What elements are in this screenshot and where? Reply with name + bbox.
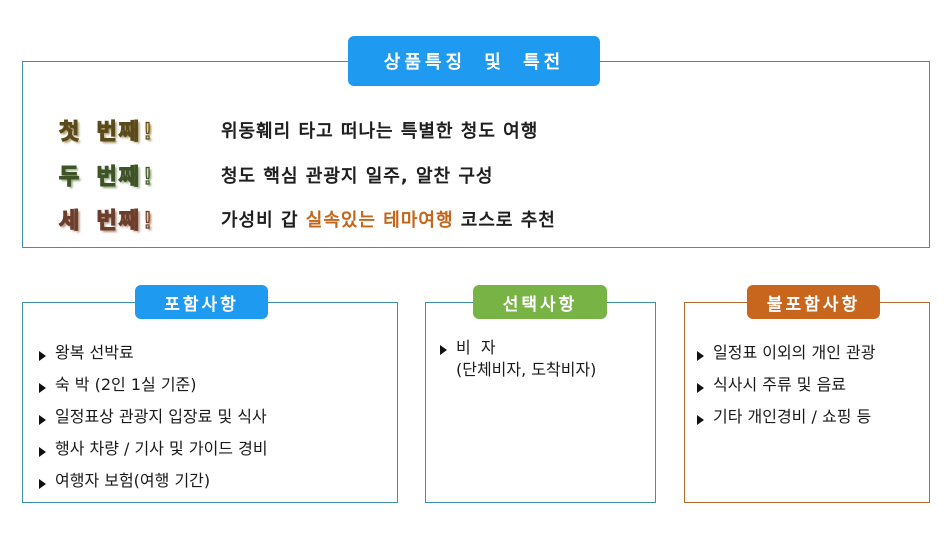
list-item: 여행자 보험(여행 기간) <box>37 465 268 497</box>
feature-ordinal: 두 번째! <box>58 164 157 190</box>
list-item: 숙 박 (2인 1실 기준) <box>37 369 268 401</box>
list-item: 비 자 (단체비자, 도착비자) <box>438 337 596 381</box>
feature-text: 청도 핵심 관광지 일주, 알찬 구성 <box>221 166 494 187</box>
list-item: 왕복 선박료 <box>37 337 268 369</box>
excluded-title: 불포함사항 <box>747 285 880 319</box>
feature-text-pre: 가성비 갑 <box>221 210 306 231</box>
feature-text-post: 코스로 추천 <box>453 210 556 231</box>
list-item-text: 비 자 <box>456 338 496 357</box>
list-item-text: 일정표 이외의 개인 관광 <box>713 343 876 362</box>
excluded-panel: 일정표 이외의 개인 관광 식사시 주류 및 음료 기타 개인경비 / 쇼핑 등 <box>684 302 930 503</box>
bullet-arrow-icon <box>440 345 447 355</box>
feature-ordinal: 첫 번째! <box>58 119 157 145</box>
optional-list: 비 자 (단체비자, 도착비자) <box>438 337 596 381</box>
list-item: 일정표상 관광지 입장료 및 식사 <box>37 401 268 433</box>
bullet-arrow-icon <box>39 447 46 457</box>
features-panel: 첫 번째! 위동훼리 타고 떠나는 특별한 청도 여행 두 번째! 청도 핵심 … <box>22 61 930 248</box>
list-item-text: 기타 개인경비 / 쇼핑 등 <box>713 407 872 426</box>
features-title: 상품특징 및 특전 <box>348 36 600 86</box>
feature-text: 위동훼리 타고 떠나는 특별한 청도 여행 <box>221 121 539 142</box>
bullet-arrow-icon <box>39 415 46 425</box>
bullet-arrow-icon <box>697 415 704 425</box>
included-panel: 왕복 선박료 숙 박 (2인 1실 기준) 일정표상 관광지 입장료 및 식사 … <box>22 302 398 503</box>
bullet-arrow-icon <box>39 383 46 393</box>
list-item-text: 왕복 선박료 <box>55 343 134 362</box>
list-item-text: 일정표상 관광지 입장료 및 식사 <box>55 407 267 426</box>
bullet-arrow-icon <box>697 383 704 393</box>
bullet-arrow-icon <box>39 351 46 361</box>
bullet-arrow-icon <box>697 351 704 361</box>
feature-text-highlight: 실속있는 테마여행 <box>305 210 454 231</box>
optional-panel: 비 자 (단체비자, 도착비자) <box>425 302 656 503</box>
list-item-detail: (단체비자, 도착비자) <box>456 360 597 379</box>
included-list: 왕복 선박료 숙 박 (2인 1실 기준) 일정표상 관광지 입장료 및 식사 … <box>37 337 268 497</box>
list-item: 행사 차량 / 기사 및 가이드 경비 <box>37 433 268 465</box>
feature-text: 가성비 갑 실속있는 테마여행 코스로 추천 <box>221 206 556 232</box>
excluded-list: 일정표 이외의 개인 관광 식사시 주류 및 음료 기타 개인경비 / 쇼핑 등 <box>695 337 875 433</box>
list-item: 식사시 주류 및 음료 <box>695 369 875 401</box>
included-title: 포함사항 <box>135 285 268 319</box>
list-item-text: 숙 박 (2인 1실 기준) <box>55 375 197 394</box>
list-item-text: 행사 차량 / 기사 및 가이드 경비 <box>55 439 268 458</box>
list-item: 일정표 이외의 개인 관광 <box>695 337 875 369</box>
list-item-text: 식사시 주류 및 음료 <box>713 375 847 394</box>
feature-ordinal: 세 번째! <box>58 208 157 234</box>
bullet-arrow-icon <box>39 479 46 489</box>
list-item: 기타 개인경비 / 쇼핑 등 <box>695 401 875 433</box>
optional-title: 선택사항 <box>473 285 607 319</box>
list-item-text: 여행자 보험(여행 기간) <box>55 471 211 490</box>
